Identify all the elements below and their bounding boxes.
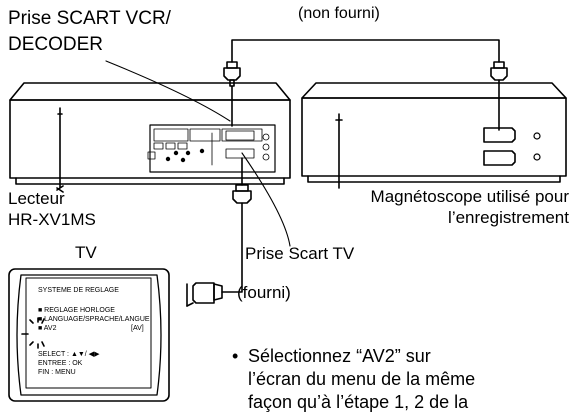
osd-enter-hint: ENTREE : OK <box>38 360 83 367</box>
osd-item-av2-value: [AV] <box>131 325 144 332</box>
osd-item-clock: ■ REGLAGE HORLOGE <box>38 307 115 314</box>
tv-set <box>8 268 170 402</box>
instruction-line-3: façon qu’à l’étape 1, 2 de la <box>248 392 469 412</box>
recording-vcr-label: Magnétoscope utilisé pour <box>370 187 569 206</box>
player-label: Lecteur <box>8 189 65 208</box>
player-model-label: HR-XV1MS <box>8 210 96 229</box>
osd-select-hint: SELECT : ▲▼/ ◀▶ <box>38 351 100 358</box>
selection-highlight-icon <box>21 317 45 349</box>
recording-vcr <box>301 82 567 189</box>
osd-end-hint: FIN : MENU <box>38 369 76 376</box>
scart-vcr-decoder-label-2: DECODER <box>8 34 104 55</box>
osd-item-av2: ■ AV2 <box>38 325 57 332</box>
scart-vcr-decoder-label: Prise SCART VCR/ <box>8 8 171 29</box>
osd-item-language: ■ LANGUAGE/SPRACHE/LANGUE <box>38 316 150 323</box>
recording-vcr-label-2: l’enregistrement <box>448 208 569 227</box>
tv-scart-label: Prise Scart TV <box>245 244 355 263</box>
instruction-line-2: l’écran du menu de la même <box>248 369 476 389</box>
instruction-bullet: • <box>232 346 239 366</box>
tv-label: TV <box>75 243 97 262</box>
not-supplied-label: (non fourni) <box>298 5 380 22</box>
osd-title: SYSTEME DE REGLAGE <box>38 287 119 294</box>
instruction-line-1: Sélectionnez “AV2” sur <box>248 346 431 366</box>
scart-cable-supplied <box>186 157 252 307</box>
scart-cable-not-supplied <box>223 39 508 131</box>
player-vcr <box>9 82 291 193</box>
supplied-label: (fourni) <box>237 283 291 302</box>
